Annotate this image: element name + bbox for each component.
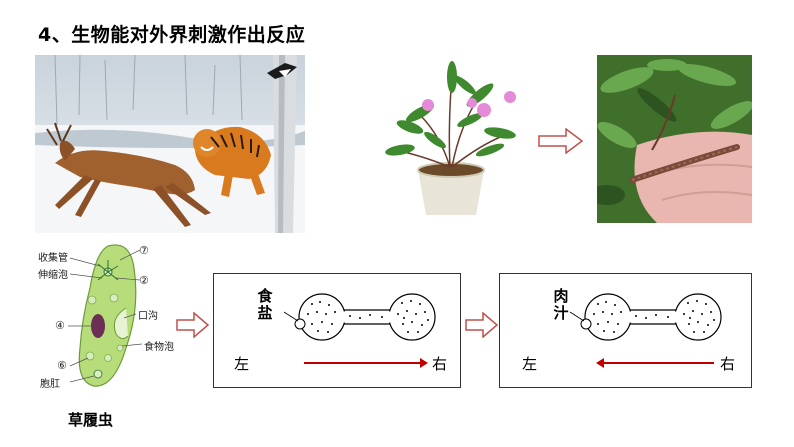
paramecium-diagram: [30, 238, 215, 398]
juice-left-label: 左: [522, 355, 538, 373]
salt-experiment-box: 食 盐 左 右: [213, 273, 461, 388]
salt-label-top: 食: [257, 287, 273, 305]
salt-left-label: 左: [234, 355, 250, 373]
juice-label-top: 肉: [553, 287, 569, 305]
label-anal-pore: 胞肛: [40, 379, 60, 390]
slide-title: 4、生物能对外界刺激作出反应: [38, 24, 306, 46]
label-contractile-vacuole: 伸缩泡: [38, 270, 68, 281]
salt-label-bottom: 盐: [257, 304, 273, 322]
label-collecting-canal: 收集管: [38, 253, 68, 264]
label-num-4: ④: [55, 319, 65, 332]
juice-experiment-box: 肉 汁 左 右: [499, 273, 752, 388]
mimosa-plant-photo: [380, 55, 525, 223]
label-num-7: ⑦: [139, 244, 149, 257]
salt-right-label: 右: [432, 355, 448, 373]
hollow-arrow-right-middle: [176, 311, 210, 342]
hollow-arrow-right-top: [538, 127, 584, 158]
hollow-arrow-right-bottom: [465, 311, 499, 342]
salt-dumbbell-slide: [283, 293, 436, 368]
tiger-deer-photo: [35, 55, 305, 233]
touched-mimosa-photo: [597, 55, 752, 223]
label-oral-groove: 口沟: [138, 311, 158, 322]
label-food-vacuole: 食物泡: [144, 342, 174, 353]
label-num-6: ⑥: [57, 359, 67, 372]
juice-right-label: 右: [720, 355, 736, 373]
paramecium-caption: 草履虫: [68, 411, 114, 429]
juice-dumbbell-slide: [569, 293, 722, 368]
label-num-2: ②: [139, 274, 149, 287]
juice-label-bottom: 汁: [553, 304, 569, 322]
